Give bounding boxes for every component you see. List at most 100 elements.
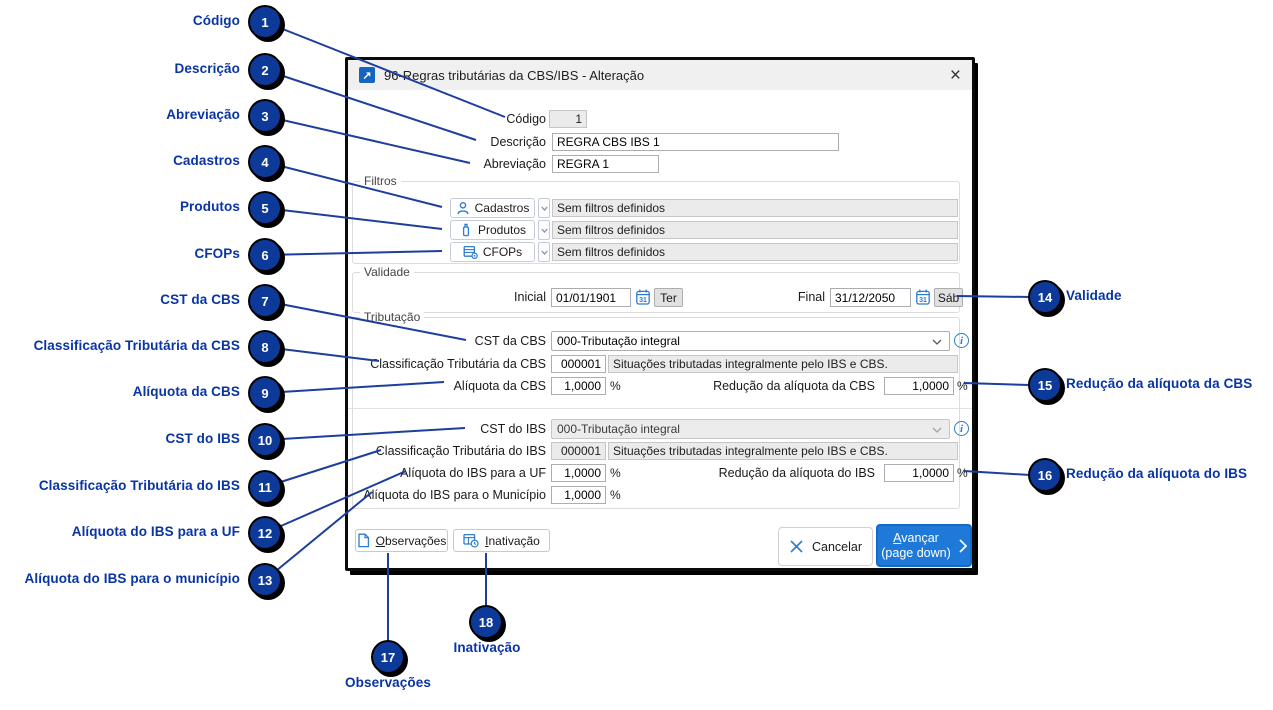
observacoes-button-label: Observações xyxy=(375,533,447,548)
person-icon xyxy=(457,202,469,215)
callout-badge-6: 6 xyxy=(250,240,280,270)
classificacao-cbs-descricao-field: Situações tributadas integralmente pelo … xyxy=(608,355,958,373)
callout-badge-16: 16 xyxy=(1030,460,1060,490)
reducao-ibs-field[interactable]: 1,0000 xyxy=(884,464,954,482)
info-icon[interactable]: i xyxy=(954,333,969,348)
calendar-icon[interactable]: 31 xyxy=(636,289,650,305)
filtros-legend: Filtros xyxy=(360,174,401,188)
inicial-label: Inicial xyxy=(514,290,546,304)
callout-label-classificacao-cbs: Classificação Tributária da CBS xyxy=(33,338,240,353)
callout-badge-3: 3 xyxy=(250,101,280,131)
abreviacao-label: Abreviação xyxy=(483,157,546,171)
avancar-button[interactable]: Avançar (page down) xyxy=(876,524,972,567)
reducao-cbs-percent: % xyxy=(957,379,968,393)
final-date-field[interactable]: 31/12/2050 xyxy=(830,288,911,307)
callout-badge-11: 11 xyxy=(250,472,280,502)
cbs-ibs-divider xyxy=(348,408,972,409)
chevron-down-icon xyxy=(540,250,548,255)
cfops-filter-field: Sem filtros definidos xyxy=(552,243,958,261)
cst-ibs-label: CST do IBS xyxy=(480,422,546,436)
abreviacao-field[interactable]: REGRA 1 xyxy=(552,155,659,173)
tributacao-legend: Tributação xyxy=(360,310,425,324)
inativacao-button[interactable]: Inativação xyxy=(453,529,550,552)
cfops-dropdown-button[interactable] xyxy=(538,242,550,262)
cst-cbs-combobox[interactable]: 000-Tributação integral xyxy=(551,331,950,351)
callout-label-aliquota-ibs-uf: Alíquota do IBS para a UF xyxy=(71,524,240,539)
chevron-down-icon xyxy=(540,206,548,211)
aliquota-ibs-uf-percent: % xyxy=(610,466,621,480)
observacoes-button[interactable]: Observações xyxy=(355,529,448,552)
chevron-down-icon xyxy=(932,427,942,433)
callout-label-produtos: Produtos xyxy=(179,199,240,214)
avancar-button-label: Avançar (page down) xyxy=(881,530,951,560)
callout-badge-13: 13 xyxy=(250,565,280,595)
chevron-down-icon xyxy=(540,228,548,233)
callout-label-cfops: CFOPs xyxy=(194,246,240,261)
classificacao-ibs-label: Classificação Tributária do IBS xyxy=(375,444,546,458)
classificacao-ibs-descricao-field: Situações tributadas integralmente pelo … xyxy=(608,442,958,460)
reducao-ibs-percent: % xyxy=(957,466,968,480)
dialog-title: 96-Regras tributárias da CBS/IBS - Alter… xyxy=(384,67,645,83)
product-icon xyxy=(462,223,470,237)
reducao-cbs-field[interactable]: 1,0000 xyxy=(884,377,954,395)
document-icon xyxy=(357,533,369,548)
close-icon[interactable]: × xyxy=(949,64,961,86)
aliquota-ibs-municipio-field[interactable]: 1,0000 xyxy=(551,486,606,504)
inativacao-button-label: Inativação xyxy=(485,533,540,548)
callout-label-observacoes: Observações xyxy=(345,675,431,690)
callout-badge-10: 10 xyxy=(250,425,280,455)
callout-label-classificacao-ibs: Classificação Tributária do IBS xyxy=(38,478,240,493)
cadastros-button[interactable]: Cadastros xyxy=(450,198,535,218)
classificacao-cbs-label: Classificação Tributária da CBS xyxy=(370,357,546,371)
svg-text:31: 31 xyxy=(919,297,927,304)
aliquota-ibs-uf-label: Alíquota do IBS para a UF xyxy=(400,466,546,480)
callout-label-reducao-ibs: Redução da alíquota do IBS xyxy=(1066,466,1248,481)
callout-label-cst-cbs: CST da CBS xyxy=(160,292,240,307)
codigo-label: Código xyxy=(506,112,546,126)
callout-badge-4: 4 xyxy=(250,147,280,177)
descricao-field[interactable]: REGRA CBS IBS 1 xyxy=(552,133,839,151)
cadastros-dropdown-button[interactable] xyxy=(538,198,550,218)
aliquota-cbs-field[interactable]: 1,0000 xyxy=(551,377,606,395)
codigo-field: 1 xyxy=(549,110,587,128)
inicial-weekday-button[interactable]: Ter xyxy=(654,288,683,307)
callout-badge-7: 7 xyxy=(250,286,280,316)
calendar-icon[interactable]: 31 xyxy=(916,289,930,305)
dialog-titlebar[interactable]: ↗ 96-Regras tributárias da CBS/IBS - Alt… xyxy=(348,60,972,90)
produtos-dropdown-button[interactable] xyxy=(538,220,550,240)
callout-label-aliquota-ibs-municipio: Alíquota do IBS para o município xyxy=(24,571,240,586)
cfops-button-label: CFOPs xyxy=(482,245,523,259)
callout-label-descricao: Descrição xyxy=(174,61,240,76)
table-clock-icon xyxy=(463,533,479,548)
reducao-cbs-label: Redução da alíquota da CBS xyxy=(713,379,875,393)
window-arrow-icon: ↗ xyxy=(359,67,375,83)
final-weekday-button[interactable]: Sáb xyxy=(934,288,963,307)
tributacao-groupbox xyxy=(352,317,960,509)
reducao-ibs-label: Redução da alíquota do IBS xyxy=(718,466,875,480)
classificacao-cbs-code-field[interactable]: 000001 xyxy=(551,355,606,373)
info-icon[interactable]: i xyxy=(954,421,969,436)
chevron-down-icon xyxy=(932,339,942,345)
cancelar-button[interactable]: Cancelar xyxy=(778,527,873,566)
callout-label-aliquota-cbs: Alíquota da CBS xyxy=(132,384,240,399)
callout-badge-12: 12 xyxy=(250,518,280,548)
cancel-x-icon xyxy=(790,540,803,553)
callout-label-reducao-cbs: Redução da alíquota da CBS xyxy=(1066,376,1253,391)
classificacao-ibs-code-field: 000001 xyxy=(551,442,606,460)
inicial-date-field[interactable]: 01/01/1901 xyxy=(551,288,631,307)
aliquota-ibs-uf-field[interactable]: 1,0000 xyxy=(551,464,606,482)
callout-badge-1: 1 xyxy=(250,7,280,37)
callout-badge-9: 9 xyxy=(250,378,280,408)
cfops-button[interactable]: CFOPs xyxy=(450,242,535,262)
cst-ibs-value: 000-Tributação integral xyxy=(557,422,680,436)
callout-label-validade: Validade xyxy=(1066,288,1122,303)
callout-badge-14: 14 xyxy=(1030,282,1060,312)
callout-badge-15: 15 xyxy=(1030,370,1060,400)
callout-badge-2: 2 xyxy=(250,55,280,85)
aliquota-cbs-percent: % xyxy=(610,379,621,393)
validade-legend: Validade xyxy=(360,265,414,279)
callout-label-cadastros: Cadastros xyxy=(173,153,240,168)
produtos-button[interactable]: Produtos xyxy=(450,220,535,240)
cfop-list-icon xyxy=(463,245,478,259)
cadastros-button-label: Cadastros xyxy=(474,201,530,215)
